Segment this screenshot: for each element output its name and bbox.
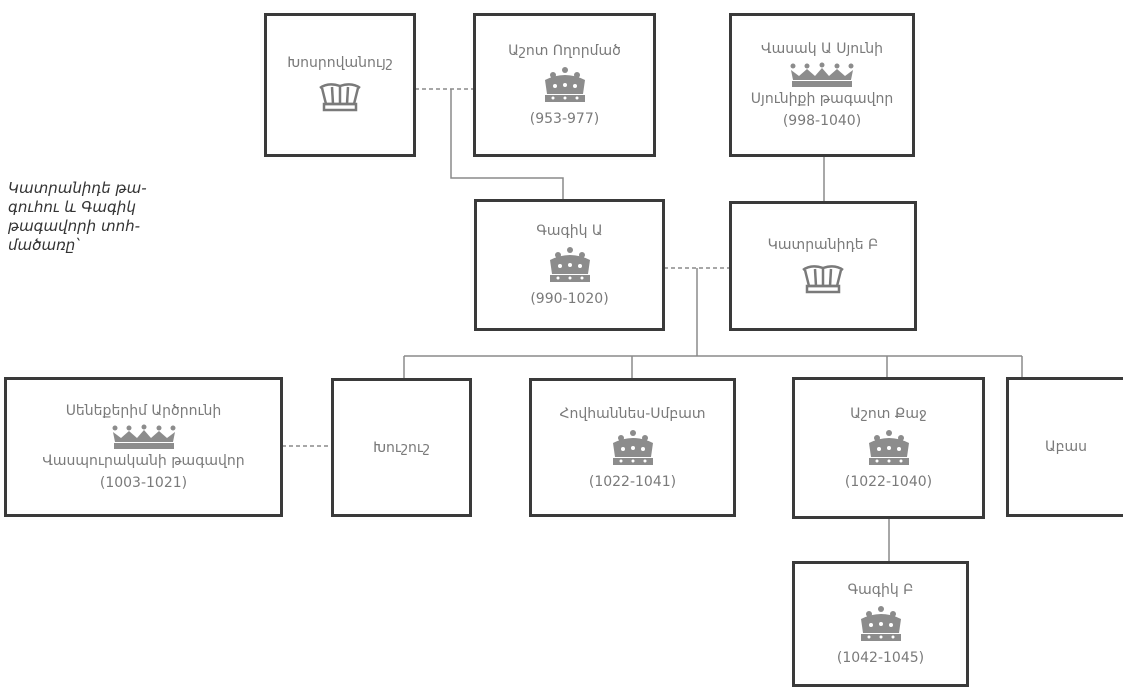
node-gagik-b: Գագիկ Բ (1042-1045): [792, 561, 969, 687]
jeweled-crown-icon: [549, 247, 590, 282]
node-years: (1003-1021): [99, 475, 188, 491]
node-name: Վասակ Ա Սյունի: [761, 41, 883, 57]
node-name: Հովհաննես-Սմբատ: [559, 405, 706, 422]
node-katranide-b: Կատրանիդե Բ: [729, 201, 917, 331]
node-khushush: Խուշուշ: [331, 378, 472, 517]
node-name: Գագիկ Ա: [536, 223, 603, 239]
node-name: Կատրանիդե Բ: [767, 237, 879, 253]
node-gagik-a: Գագիկ Ա (990-1020): [474, 199, 665, 331]
node-name: Աբաս: [1044, 439, 1088, 455]
jeweled-crown-icon: [612, 429, 653, 465]
node-name: Խոսրովանույշ: [287, 55, 393, 71]
node-years: (990-1020): [530, 291, 609, 307]
node-hovhannes-smbat: Հովհաննես-Սմբատ (1022-1041): [529, 378, 736, 517]
node-name: Սենեքերիմ Արծրունի: [65, 403, 222, 419]
jeweled-crown-icon: [860, 606, 901, 641]
node-abas: Աբաս: [1006, 377, 1123, 517]
node-years: (998-1040): [782, 113, 862, 129]
node-name: Աշոտ Ողորմած: [508, 43, 621, 59]
wide-crown-icon: [790, 62, 854, 87]
jeweled-crown-icon: [544, 67, 585, 102]
node-name: Աշոտ Քաջ: [850, 406, 927, 422]
node-title: Սյունիքի թագավոր: [750, 91, 894, 107]
node-khosrovanuysh: Խոսրովանույշ: [264, 13, 416, 157]
open-crown-icon: [319, 83, 361, 112]
node-senekerim: Սենեքերիմ Արծրունի Վասպուրականի թագավոր …: [4, 377, 283, 517]
wide-crown-icon: [112, 424, 175, 449]
node-name: Խուշուշ: [373, 439, 430, 456]
node-name: Գագիկ Բ: [847, 582, 914, 598]
node-years: (1022-1041): [588, 473, 677, 490]
descent-line-gagik-a: [450, 89, 564, 199]
node-years: (953-977): [529, 111, 600, 127]
figure-caption: Կատրանիդե թա- գուհու և Գագիկ թագավորի տո…: [8, 179, 147, 254]
jeweled-crown-icon: [868, 430, 909, 465]
node-title: Վասպուրականի թագավոր: [42, 453, 245, 469]
node-vasak-a-syunii: Վասակ Ա Սյունի Սյունիքի թագավոր (998-104…: [729, 13, 915, 157]
node-ashot-voghormats: Աշոտ Ողորմած (953-977): [473, 13, 656, 157]
node-years: (1042-1045): [836, 650, 925, 666]
open-crown-icon: [802, 265, 844, 294]
node-years: (1022-1040): [844, 474, 933, 490]
node-ashot-kaj: Աշոտ Քաջ (1022-1040): [792, 377, 985, 519]
